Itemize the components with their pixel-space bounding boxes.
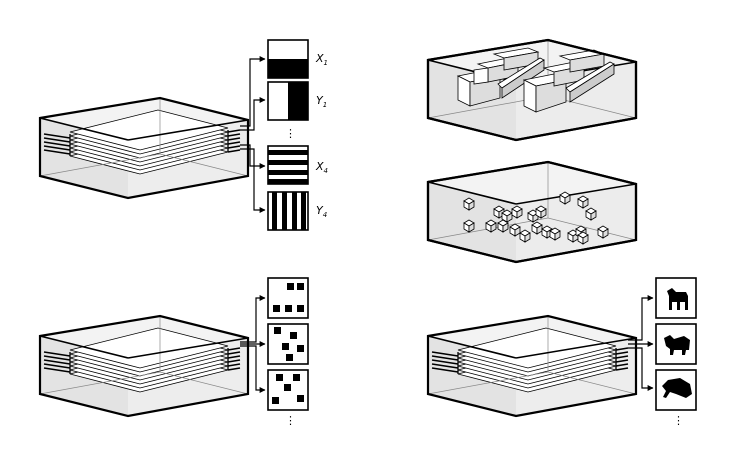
ellipsis-bottom-left: ⋮	[285, 414, 296, 427]
label-x1: X1	[315, 52, 328, 67]
dot-pattern-2	[267, 323, 309, 365]
blocks-box-top-right	[426, 38, 638, 142]
connectors-bottom-left	[240, 295, 266, 393]
label-x4: X4	[315, 160, 328, 175]
connectors-top-left	[240, 56, 266, 213]
pattern-x4	[267, 145, 309, 185]
label-y1: Y1	[316, 94, 327, 109]
ellipsis-top: ⋮	[285, 127, 296, 140]
cow-icon	[664, 335, 690, 355]
animal-tile-1	[655, 277, 697, 319]
seal-icon	[662, 378, 692, 398]
ellipsis-bottom-right: ⋮	[673, 414, 684, 427]
stack-box-top-left	[38, 96, 250, 200]
cubes-box-middle-right	[426, 160, 638, 264]
pattern-y4	[267, 191, 309, 231]
animal-tile-2	[655, 323, 697, 365]
pattern-x1	[267, 39, 309, 79]
animal-tile-3	[655, 369, 697, 411]
label-y4: Y4	[316, 204, 327, 219]
pattern-y1	[267, 81, 309, 121]
giraffe-icon	[667, 288, 688, 310]
stack-box-bottom-right	[426, 314, 638, 418]
stack-box-bottom-left	[38, 314, 250, 418]
dot-pattern-1	[267, 277, 309, 319]
dot-pattern-3	[267, 369, 309, 411]
connectors-bottom-right	[628, 295, 654, 391]
